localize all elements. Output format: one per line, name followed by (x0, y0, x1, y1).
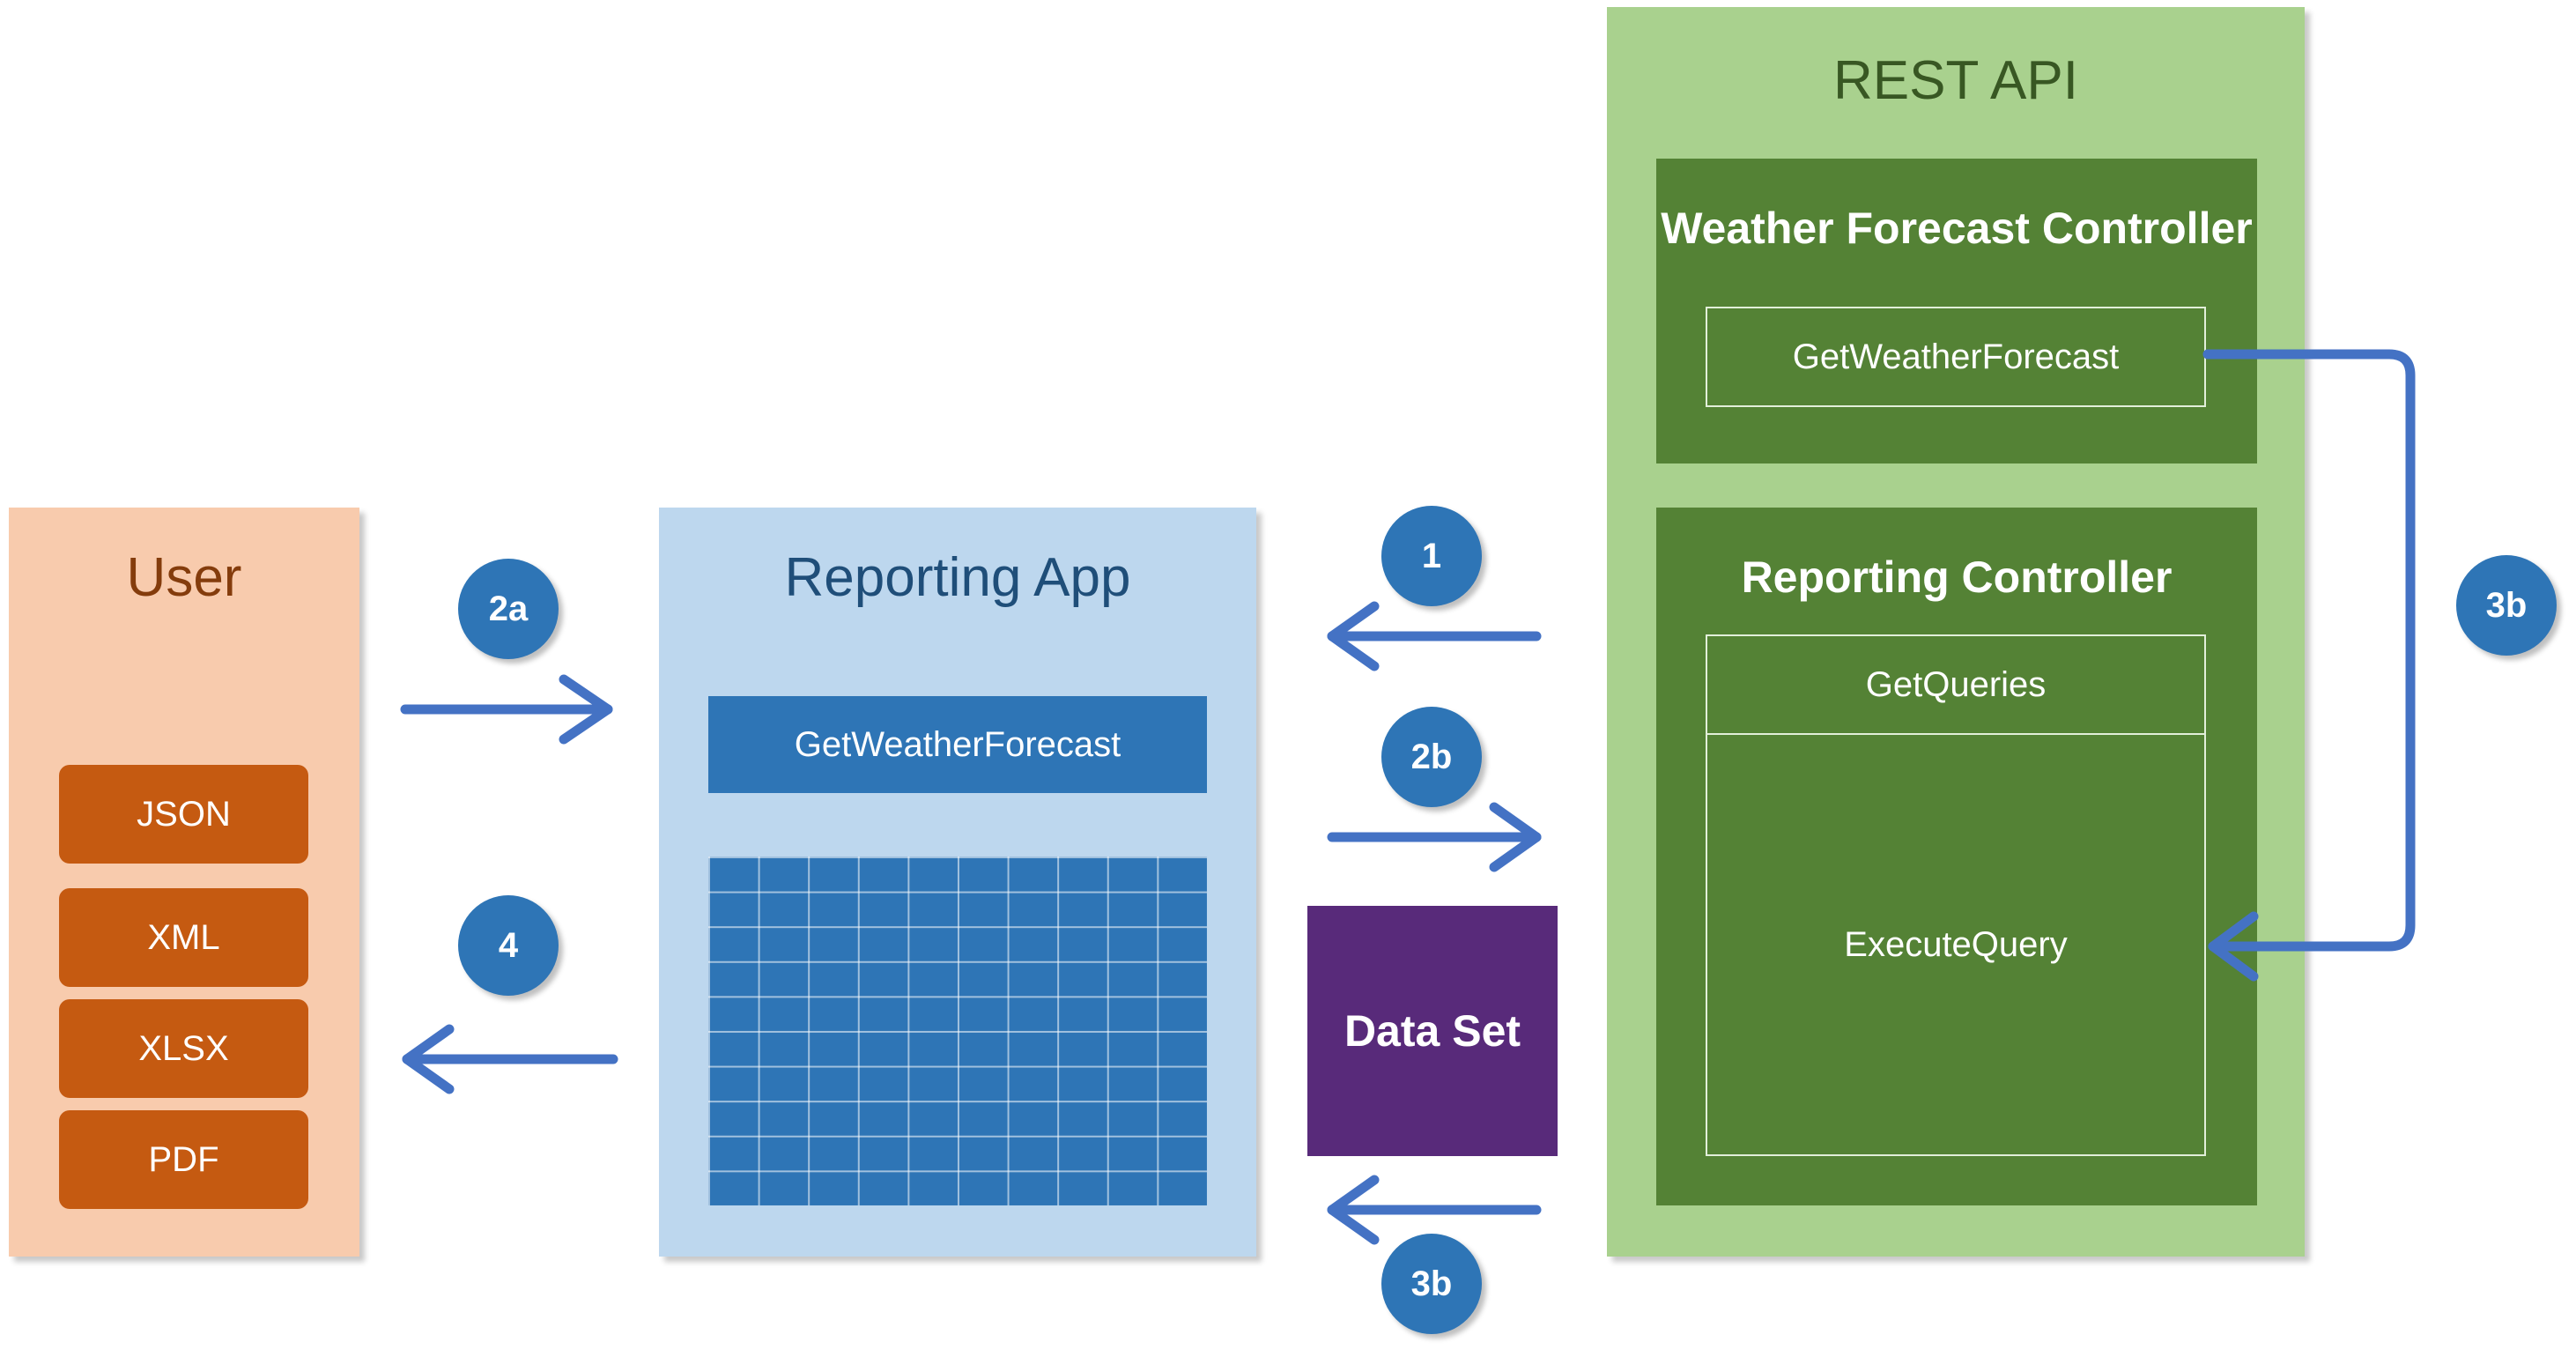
step-2a-badge: 2a (458, 559, 559, 659)
arrow-1 (1327, 601, 1542, 671)
json-format-button[interactable]: JSON (59, 765, 308, 864)
reporting-controller: Reporting Controller GetQueries ExecuteQ… (1656, 508, 2257, 1205)
arrow-2b (1327, 802, 1542, 872)
rest-api-panel: REST API Weather Forecast Controller Get… (1607, 7, 2305, 1257)
user-title: User (126, 547, 242, 608)
weather-controller-title: Weather Forecast Controller (1661, 204, 2253, 253)
user-panel: User JSON XML XLSX PDF (9, 508, 359, 1257)
step-3b-bottom-badge: 3b (1381, 1234, 1482, 1334)
arrow-2a (400, 674, 613, 745)
step-2b-badge: 2b (1381, 707, 1482, 807)
reporting-app-title: Reporting App (784, 547, 1131, 608)
arrow-3b-bottom (1327, 1175, 1542, 1245)
xml-format-button[interactable]: XML (59, 888, 308, 987)
reporting-app-panel: Reporting App GetWeatherForecast (659, 508, 1256, 1257)
xlsx-format-button[interactable]: XLSX (59, 999, 308, 1098)
data-grid (708, 856, 1207, 1205)
data-set-box: Data Set (1307, 906, 1558, 1156)
pdf-format-button[interactable]: PDF (59, 1110, 308, 1209)
weather-forecast-controller: Weather Forecast Controller GetWeatherFo… (1656, 159, 2257, 463)
reporting-controller-title: Reporting Controller (1741, 552, 2173, 602)
step-4-badge: 4 (458, 895, 559, 996)
get-weather-forecast-button[interactable]: GetWeatherForecast (708, 696, 1207, 793)
step-1-badge: 1 (1381, 506, 1482, 606)
arrow-3b-loop (2202, 349, 2416, 982)
execute-query-method[interactable]: ExecuteQuery (1706, 733, 2206, 1156)
step-3b-right-badge: 3b (2456, 555, 2557, 656)
rest-api-title: REST API (1833, 50, 2078, 111)
arrow-4 (402, 1024, 618, 1094)
